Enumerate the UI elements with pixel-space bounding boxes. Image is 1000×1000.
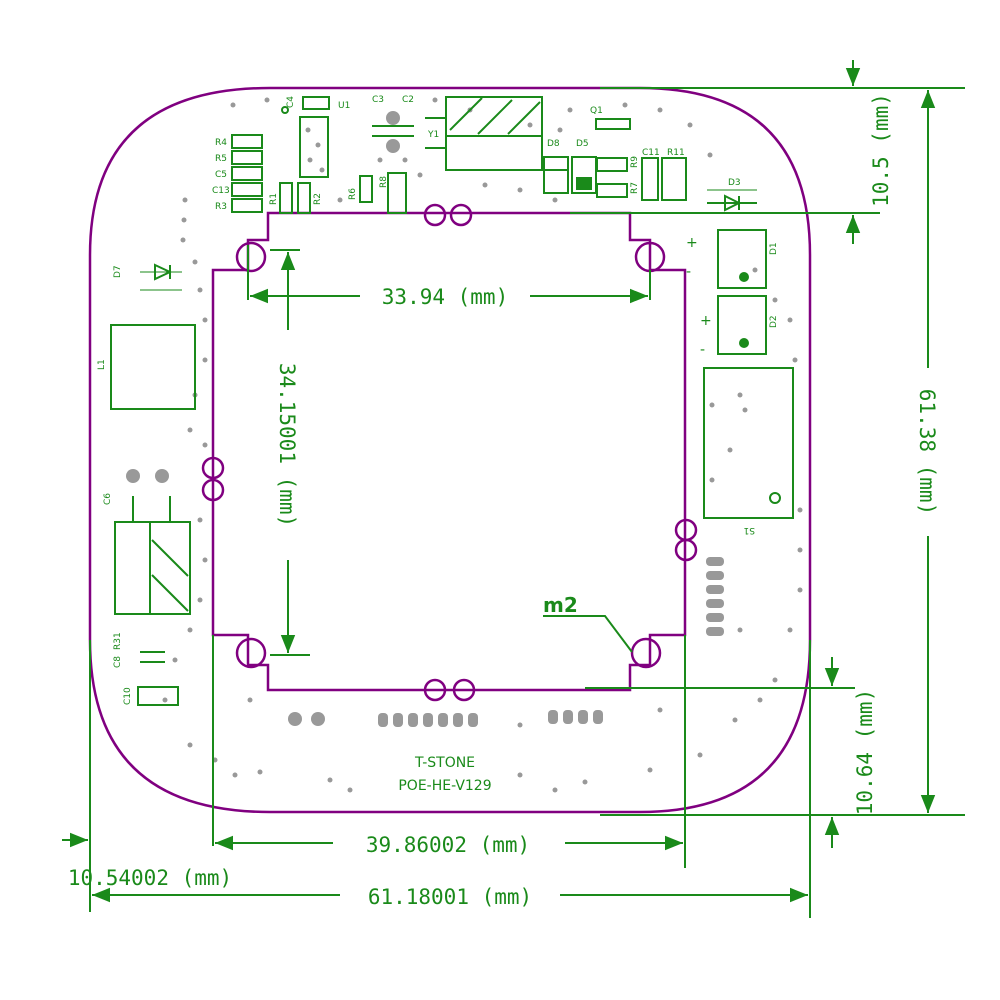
board-marking: T-STONE POE-HE-V129 bbox=[398, 755, 491, 794]
polarity-minus-d1: - bbox=[686, 264, 691, 280]
label-c4: C4 bbox=[286, 96, 296, 108]
slot-hole-bottom-a bbox=[423, 678, 447, 702]
board-marking-line1: T-STONE bbox=[414, 755, 475, 771]
d2-body bbox=[717, 295, 767, 355]
label-c10: C10 bbox=[123, 687, 133, 705]
label-d7: D7 bbox=[113, 265, 123, 278]
slot-hole-bottom-b bbox=[452, 678, 476, 702]
label-d1: D1 bbox=[769, 242, 779, 255]
slot-hole-right-b bbox=[674, 538, 698, 562]
l1-body bbox=[110, 324, 196, 410]
polarity-minus-d2: - bbox=[700, 342, 705, 358]
label-y1: Y1 bbox=[427, 130, 439, 140]
dim-inner-height: 34.15001 (mm) bbox=[275, 363, 299, 527]
c6-body bbox=[114, 521, 191, 615]
label-r7: R7 bbox=[630, 182, 640, 194]
label-r9: R9 bbox=[630, 156, 640, 168]
dim-total-height: 61.38 (mm) bbox=[915, 389, 939, 515]
mounting-hole-top-left bbox=[235, 241, 267, 273]
drill-dots bbox=[126, 97, 803, 793]
label-d2: D2 bbox=[769, 315, 779, 328]
d1-body bbox=[717, 229, 767, 289]
slot-hole-top-b bbox=[449, 203, 473, 227]
polarity-dots bbox=[739, 272, 749, 348]
label-r31: R31 bbox=[113, 632, 123, 650]
u1-body bbox=[299, 116, 329, 178]
label-r5: R5 bbox=[215, 154, 227, 164]
slot-hole-left-b bbox=[201, 478, 225, 502]
silkscreen bbox=[110, 96, 794, 706]
label-d3: D3 bbox=[728, 178, 741, 188]
dim-total-width: 61.18001 (mm) bbox=[368, 885, 532, 909]
label-r1: R1 bbox=[269, 193, 279, 205]
dimension-texts: 33.94 (mm) 34.15001 (mm) 10.5 (mm) 61.38… bbox=[68, 93, 939, 909]
label-c5: C5 bbox=[215, 170, 227, 180]
mounting-hole-bottom-right bbox=[630, 637, 662, 669]
polarity-plus-d2: + bbox=[700, 313, 712, 329]
slot-hole-top-a bbox=[423, 203, 447, 227]
slot-hole-left-a bbox=[201, 456, 225, 480]
label-c8: C8 bbox=[113, 656, 123, 668]
inner-cutout-outline bbox=[211, 211, 687, 692]
label-r2: R2 bbox=[313, 193, 323, 205]
mounting-holes bbox=[201, 203, 698, 702]
label-q1: Q1 bbox=[590, 106, 603, 116]
dimension-lines bbox=[62, 60, 965, 918]
polarity-plus-d1: + bbox=[686, 235, 698, 251]
label-c11: C11 bbox=[642, 148, 660, 158]
label-c6: C6 bbox=[103, 493, 113, 505]
label-r6: R6 bbox=[348, 188, 358, 200]
mounting-hole-bottom-left bbox=[235, 637, 267, 669]
board-marking-line2: POE-HE-V129 bbox=[398, 778, 491, 794]
s1-body bbox=[703, 367, 794, 519]
label-r11: R11 bbox=[667, 148, 685, 158]
label-d8: D8 bbox=[547, 139, 560, 149]
label-r8: R8 bbox=[379, 176, 389, 188]
dim-top-margin: 10.5 (mm) bbox=[869, 93, 893, 207]
dim-bottom-margin: 10.64 (mm) bbox=[853, 689, 877, 815]
dim-left-margin: 10.54002 (mm) bbox=[68, 866, 232, 890]
label-r4: R4 bbox=[215, 138, 227, 148]
m2-label: m2 bbox=[543, 593, 578, 617]
dim-inner-width: 33.94 (mm) bbox=[382, 285, 508, 309]
y1-body bbox=[445, 96, 543, 171]
m2-callout: m2 bbox=[543, 593, 633, 653]
label-u1: U1 bbox=[338, 101, 350, 111]
dim-inner-outline-width: 39.86002 (mm) bbox=[366, 833, 530, 857]
label-d5: D5 bbox=[576, 139, 589, 149]
board-outline bbox=[88, 86, 812, 814]
label-l1: L1 bbox=[97, 359, 107, 370]
label-c13: C13 bbox=[212, 186, 230, 196]
label-r3: R3 bbox=[215, 202, 227, 212]
label-c2: C2 bbox=[402, 95, 414, 105]
label-s1: S1 bbox=[744, 525, 755, 535]
component-labels: U1 C4 C3 C2 Y1 Q1 R4 R5 C5 C13 R3 R1 R2 … bbox=[97, 95, 779, 705]
label-c3: C3 bbox=[372, 95, 384, 105]
